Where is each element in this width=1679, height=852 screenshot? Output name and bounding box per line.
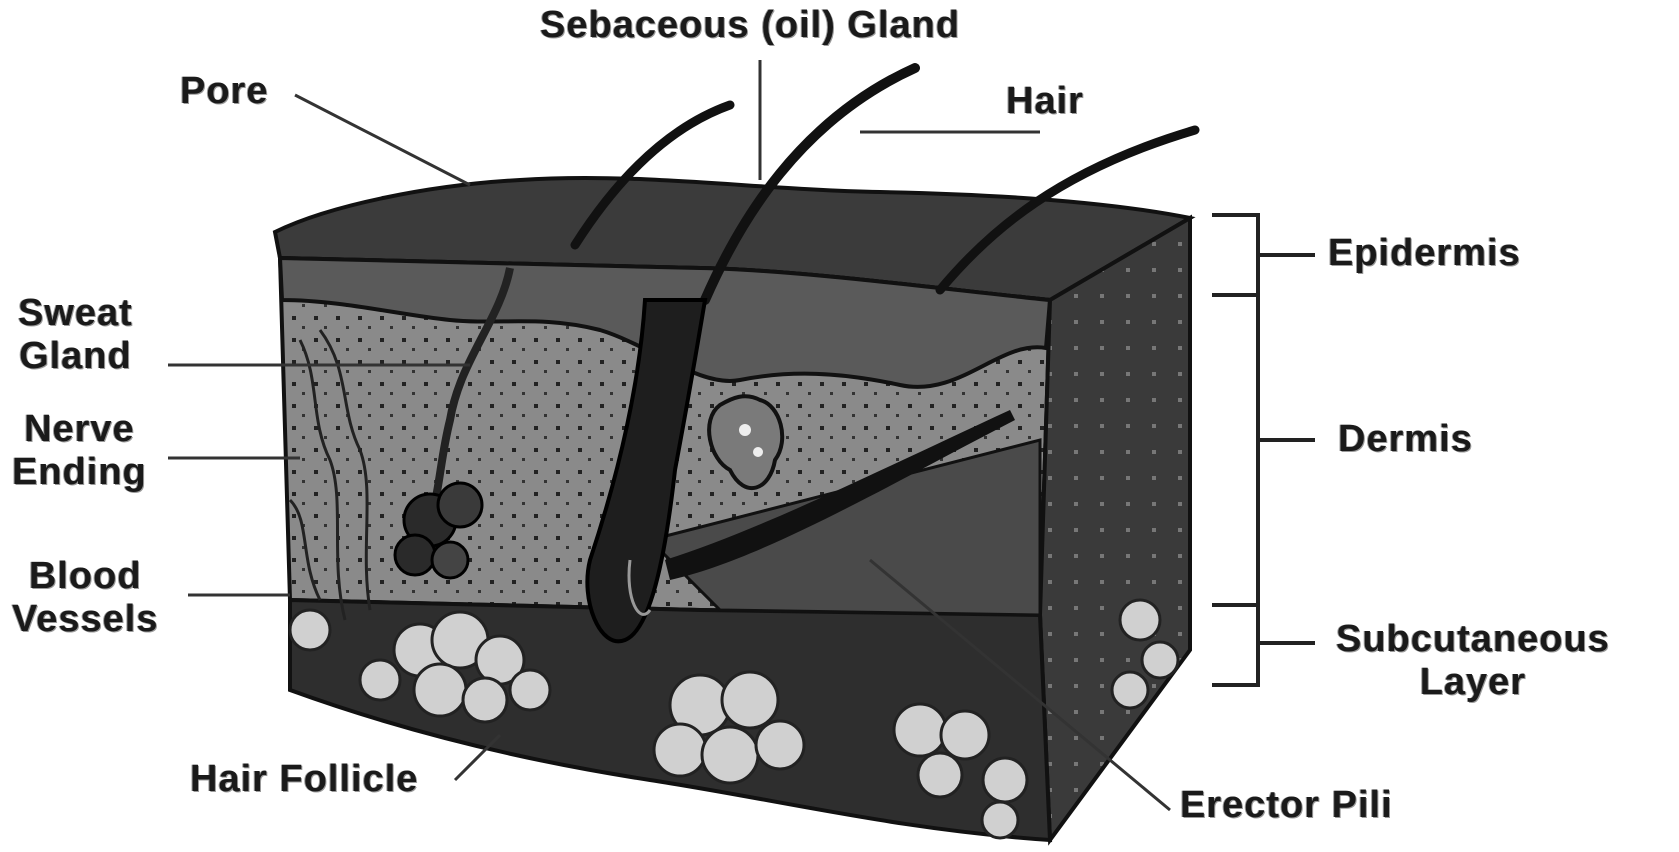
label-erector-pili: Erector Pili bbox=[1180, 784, 1393, 827]
leader-pore bbox=[295, 95, 470, 185]
label-nerve-ending: Nerve Ending bbox=[12, 408, 147, 493]
label-subcutaneous-layer-line1: Subcutaneous bbox=[1336, 618, 1610, 661]
label-sebaceous-gland: Sebaceous (oil) Gland bbox=[540, 4, 960, 47]
label-hair-follicle: Hair Follicle bbox=[190, 758, 418, 801]
label-nerve-ending-line1: Nerve bbox=[12, 408, 147, 451]
label-hair: Hair bbox=[1006, 80, 1084, 123]
label-nerve-ending-line2: Ending bbox=[12, 451, 147, 494]
label-subcutaneous-layer-line2: Layer bbox=[1336, 661, 1610, 704]
right-side-face bbox=[1040, 218, 1190, 840]
label-blood-vessels-line1: Blood bbox=[12, 555, 158, 598]
label-sweat-gland-line2: Gland bbox=[18, 335, 133, 378]
label-blood-vessels-line2: Vessels bbox=[12, 598, 158, 641]
label-subcutaneous-layer: Subcutaneous Layer bbox=[1336, 618, 1610, 703]
label-dermis: Dermis bbox=[1338, 418, 1473, 461]
label-blood-vessels: Blood Vessels bbox=[12, 555, 158, 640]
label-sweat-gland: Sweat Gland bbox=[18, 292, 133, 377]
layer-brackets bbox=[1212, 215, 1315, 685]
label-epidermis: Epidermis bbox=[1328, 232, 1521, 275]
label-pore: Pore bbox=[180, 70, 268, 113]
label-sweat-gland-line1: Sweat bbox=[18, 292, 133, 335]
